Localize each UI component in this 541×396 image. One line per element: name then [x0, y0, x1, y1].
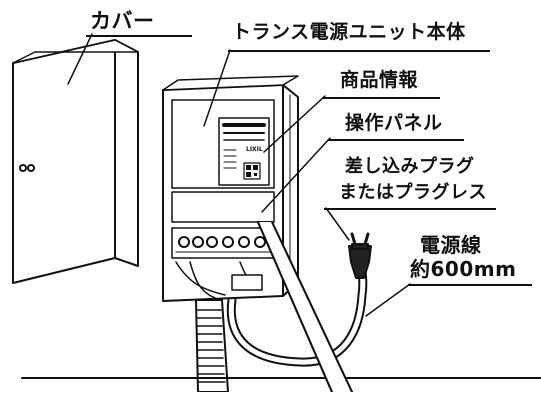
label-plug-line1: 差し込みプラグ	[345, 156, 475, 177]
leader-power-cord	[365, 283, 411, 317]
underline-plug	[324, 208, 496, 210]
label-plug-line2: またはプラグレス	[339, 182, 487, 203]
label-operation-panel: 操作パネル	[345, 112, 443, 134]
conduit-pipe	[195, 299, 229, 393]
transformer-unit	[162, 75, 299, 302]
brand-logo: LIXIL	[246, 146, 263, 153]
leader-lines	[67, 33, 411, 317]
leader-cover	[67, 33, 93, 85]
label-power-cord-line1: 電源線	[420, 233, 482, 257]
leader-unit-body	[203, 49, 231, 127]
underline-power-cord	[408, 284, 532, 286]
cover-illustration	[12, 39, 139, 284]
label-unit-body: トランス電源ユニット本体	[232, 21, 466, 43]
leader-operation-panel	[261, 137, 331, 213]
label-product-info: 商品情報	[340, 69, 419, 91]
underline-product-info	[322, 97, 440, 99]
label-power-cord-line2: 約600mm	[410, 257, 517, 281]
zoom-callout	[21, 221, 541, 393]
plug-icon	[348, 232, 372, 279]
underline-unit-body	[228, 50, 490, 52]
label-cover: カバー	[90, 9, 155, 33]
underline-operation-panel	[328, 139, 464, 141]
leader-plug	[325, 207, 350, 241]
underline-cover	[86, 35, 192, 37]
leader-product-info	[263, 95, 326, 153]
